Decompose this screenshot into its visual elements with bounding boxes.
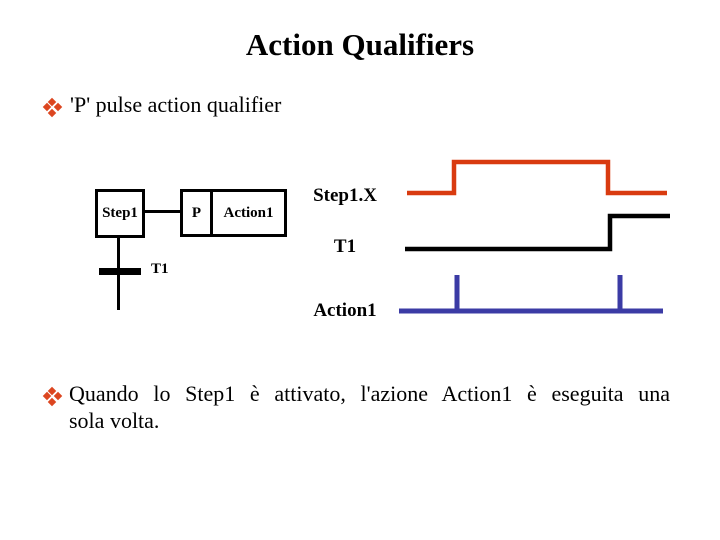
bullet2-line1: Quando lo Step1 è attivato, l'azione Act…	[69, 381, 670, 406]
t1-wave	[405, 213, 670, 252]
sfc-qualifier-label: P	[191, 204, 202, 221]
sfc-transition-label: T1	[151, 261, 169, 277]
sfc-connector-line	[145, 210, 180, 213]
page-title: Action Qualifiers	[245, 27, 475, 62]
bullet2-text: Quando lo Step1 è attivato, l'azione Act…	[69, 380, 670, 434]
diamond-shape	[47, 397, 57, 406]
wave-label-step1x: Step1.X	[313, 185, 377, 206]
sfc-action-cell: Action1	[213, 192, 284, 234]
wave-label-t1: T1	[333, 236, 357, 257]
sfc-action-label: Action1	[223, 204, 274, 221]
bullet1-text: 'P' pulse action qualifier	[70, 92, 282, 117]
bullet2-line2: sola volta.	[69, 408, 160, 433]
sfc-step-label: Step1	[102, 205, 138, 221]
bullet-diamond-icon	[42, 386, 62, 406]
sfc-step-box: Step1	[95, 189, 145, 238]
step1x-wave	[407, 159, 667, 196]
sfc-action-block: P Action1	[180, 189, 287, 237]
sfc-qualifier-cell: P	[183, 192, 213, 234]
diamond-shape	[53, 391, 62, 401]
wave-label-action1: Action1	[313, 300, 377, 321]
sfc-transition-bar	[99, 268, 141, 275]
